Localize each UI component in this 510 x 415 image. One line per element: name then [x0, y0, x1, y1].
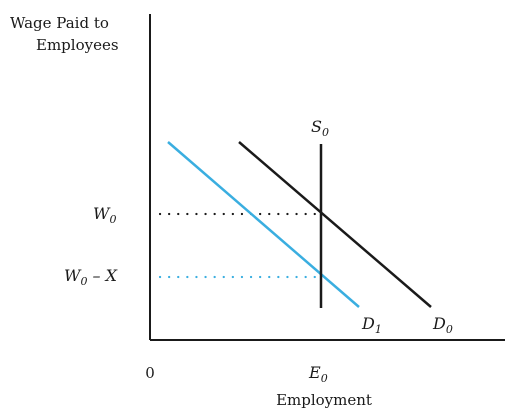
x-axis-title: Employment [276, 391, 372, 409]
w0-label: W0 [93, 204, 116, 226]
d1-label: D1 [361, 314, 382, 336]
original-demand-curve-d0 [238, 141, 432, 308]
e0-label: E0 [308, 363, 328, 385]
y-axis-title-line2: Employees [36, 36, 119, 54]
d0-label: D0 [432, 314, 453, 336]
w0-minus-x-label: W0 – X [64, 266, 118, 288]
origin-label: 0 [145, 364, 155, 382]
axes [149, 14, 505, 341]
shifted-demand-curve-d1 [167, 141, 360, 308]
y-axis-title-line1: Wage Paid to [10, 14, 109, 32]
s0-label: S0 [311, 117, 329, 139]
